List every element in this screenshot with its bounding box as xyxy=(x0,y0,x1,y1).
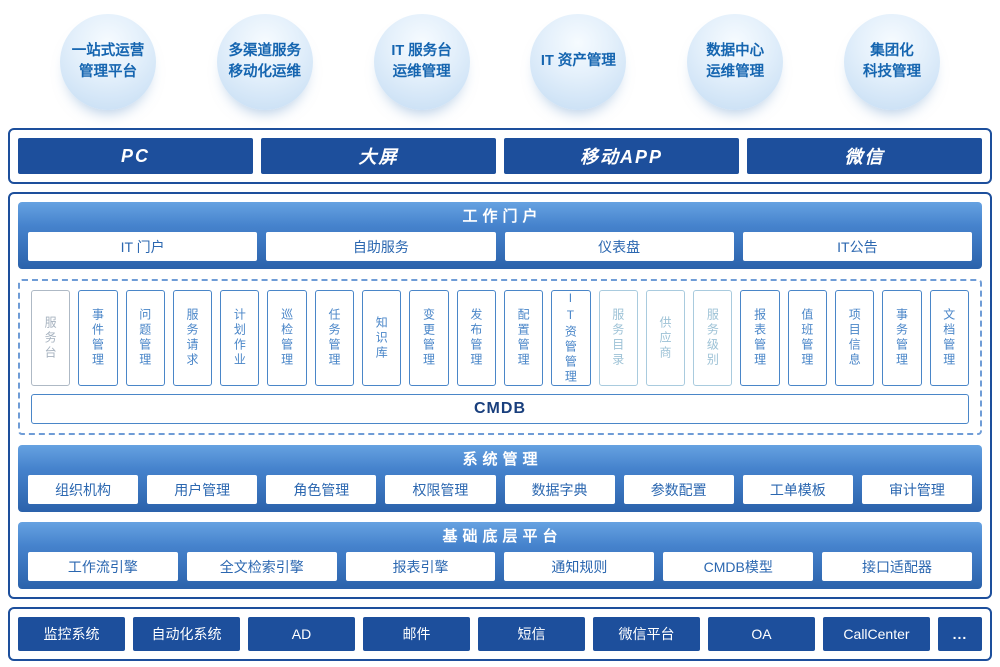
channel-pc: PC xyxy=(18,138,253,174)
module-box: 服务级别 xyxy=(693,290,733,386)
module-box: 巡检管理 xyxy=(267,290,307,386)
system-item-parameters: 参数配置 xyxy=(623,475,734,504)
module-box: 服务台 xyxy=(31,290,71,386)
badge-text-line: 运维管理 xyxy=(706,64,765,80)
badge-text-line: 科技管理 xyxy=(862,64,921,80)
integration-oa: OA xyxy=(708,617,815,651)
channel-mobile-app: 移动APP xyxy=(504,138,739,174)
badge-one-stop-operation: 一站式运营 管理平台 xyxy=(60,14,156,110)
badge-text-line: IT 服务台 xyxy=(391,42,452,59)
module-box: 文档管理 xyxy=(929,290,969,386)
channel-big-screen: 大屏 xyxy=(261,138,496,174)
system-item-ticket-template: 工单模板 xyxy=(742,475,853,504)
portal-item-it-portal: IT 门户 xyxy=(28,232,258,261)
system-item-audit: 审计管理 xyxy=(861,475,972,504)
system-management-section: 系统管理 组织机构 用户管理 角色管理 权限管理 数据字典 参数配置 工单模板 … xyxy=(18,445,982,512)
badge-text-line: 数据中心 xyxy=(706,42,765,59)
work-portal-section: 工作门户 IT 门户 自助服务 仪表盘 IT公告 xyxy=(18,202,982,269)
modules-area: 服务台 事件管理 问题管理 服务请求 计划作业 巡检管理 任务管理 知识库 变更… xyxy=(18,279,982,435)
integration-monitoring: 监控系统 xyxy=(18,617,125,651)
platform-main-panel: 工作门户 IT 门户 自助服务 仪表盘 IT公告 服务台 事件管理 问题管理 服… xyxy=(8,192,992,599)
platform-item-fulltext-search: 全文检索引擎 xyxy=(186,552,337,581)
module-box: 计划作业 xyxy=(220,290,260,386)
system-item-org: 组织机构 xyxy=(28,475,139,504)
portal-item-dashboard: 仪表盘 xyxy=(504,232,734,261)
cmdb-bar: CMDB xyxy=(31,394,969,424)
base-platform-title: 基础底层平台 xyxy=(442,528,563,545)
integration-email: 邮件 xyxy=(363,617,470,651)
badge-text-line: 多渠道服务 xyxy=(228,42,302,59)
module-box: 服务目录 xyxy=(598,290,638,386)
badge-text-line: 运维管理 xyxy=(392,64,451,80)
badge-datacenter-ops: 数据中心 运维管理 xyxy=(687,14,784,110)
platform-item-report-engine: 报表引擎 xyxy=(345,552,496,581)
module-box: 事件管理 xyxy=(78,290,118,386)
system-item-permissions: 权限管理 xyxy=(385,475,496,504)
module-box: 知识库 xyxy=(362,290,402,386)
integration-automation: 自动化系统 xyxy=(133,617,240,651)
platform-item-interface-adapter: 接口适配器 xyxy=(822,552,972,581)
module-box: 发布管理 xyxy=(456,290,496,386)
platform-item-notification-rules: 通知规则 xyxy=(504,552,655,581)
system-management-items: 组织机构 用户管理 角色管理 权限管理 数据字典 参数配置 工单模板 审计管理 xyxy=(28,475,972,504)
system-item-roles: 角色管理 xyxy=(266,475,377,504)
module-box: 项目信息 xyxy=(835,290,875,386)
badge-text-line: 移动化运维 xyxy=(228,64,302,80)
badge-text-line: 集团化 xyxy=(870,42,914,59)
badge-text-line: IT 资产管理 xyxy=(540,53,616,70)
badge-text-line: 一站式运营 xyxy=(71,42,145,59)
module-box: 值班管理 xyxy=(787,290,828,386)
work-portal-items: IT 门户 自助服务 仪表盘 IT公告 xyxy=(28,232,972,261)
integration-wechat-platform: 微信平台 xyxy=(593,617,700,651)
module-box: 报表管理 xyxy=(740,290,780,386)
platform-item-workflow-engine: 工作流引擎 xyxy=(28,552,178,581)
integrations-row: 监控系统 自动化系统 AD 邮件 短信 微信平台 OA CallCenter .… xyxy=(8,607,992,661)
module-box: 配置管理 xyxy=(503,290,544,386)
module-box: 问题管理 xyxy=(125,290,165,386)
badge-multichannel-service: 多渠道服务 移动化运维 xyxy=(216,14,313,110)
module-box: 服务请求 xyxy=(172,290,213,386)
module-box: 任务管理 xyxy=(314,290,355,386)
system-management-title: 系统管理 xyxy=(462,451,543,468)
badge-it-asset-management: IT 资产管理 xyxy=(530,14,627,110)
portal-item-it-announcement: IT公告 xyxy=(742,232,972,261)
modules-row: 服务台 事件管理 问题管理 服务请求 计划作业 巡检管理 任务管理 知识库 变更… xyxy=(31,290,969,386)
module-box: 变更管理 xyxy=(409,290,449,386)
base-platform-section: 基础底层平台 工作流引擎 全文检索引擎 报表引擎 通知规则 CMDB模型 接口适… xyxy=(18,522,982,589)
badge-group-tech-management: 集团化 科技管理 xyxy=(843,14,940,110)
badge-it-service-desk: IT 服务台 运维管理 xyxy=(373,14,470,110)
base-platform-items: 工作流引擎 全文检索引擎 报表引擎 通知规则 CMDB模型 接口适配器 xyxy=(28,552,972,581)
badge-text-line: 管理平台 xyxy=(79,64,137,80)
channels-bar: PC 大屏 移动APP 微信 xyxy=(8,128,992,184)
integration-ad: AD xyxy=(248,617,355,651)
work-portal-title: 工作门户 xyxy=(462,208,543,225)
system-item-users: 用户管理 xyxy=(147,475,258,504)
system-item-data-dictionary: 数据字典 xyxy=(504,475,615,504)
integration-sms: 短信 xyxy=(478,617,585,651)
module-box: 事务管理 xyxy=(882,290,922,386)
channel-wechat: 微信 xyxy=(747,138,982,174)
capability-badges-row: 一站式运营 管理平台 多渠道服务 移动化运维 IT 服务台 运维管理 IT 资产… xyxy=(8,8,992,112)
integration-more: ... xyxy=(938,617,982,651)
module-box: 供应商 xyxy=(645,290,686,386)
integration-callcenter: CallCenter xyxy=(823,617,930,651)
portal-item-self-service: 自助服务 xyxy=(266,232,496,261)
platform-item-cmdb-model: CMDB模型 xyxy=(663,552,814,581)
module-box: IT资管管理 xyxy=(551,290,591,386)
